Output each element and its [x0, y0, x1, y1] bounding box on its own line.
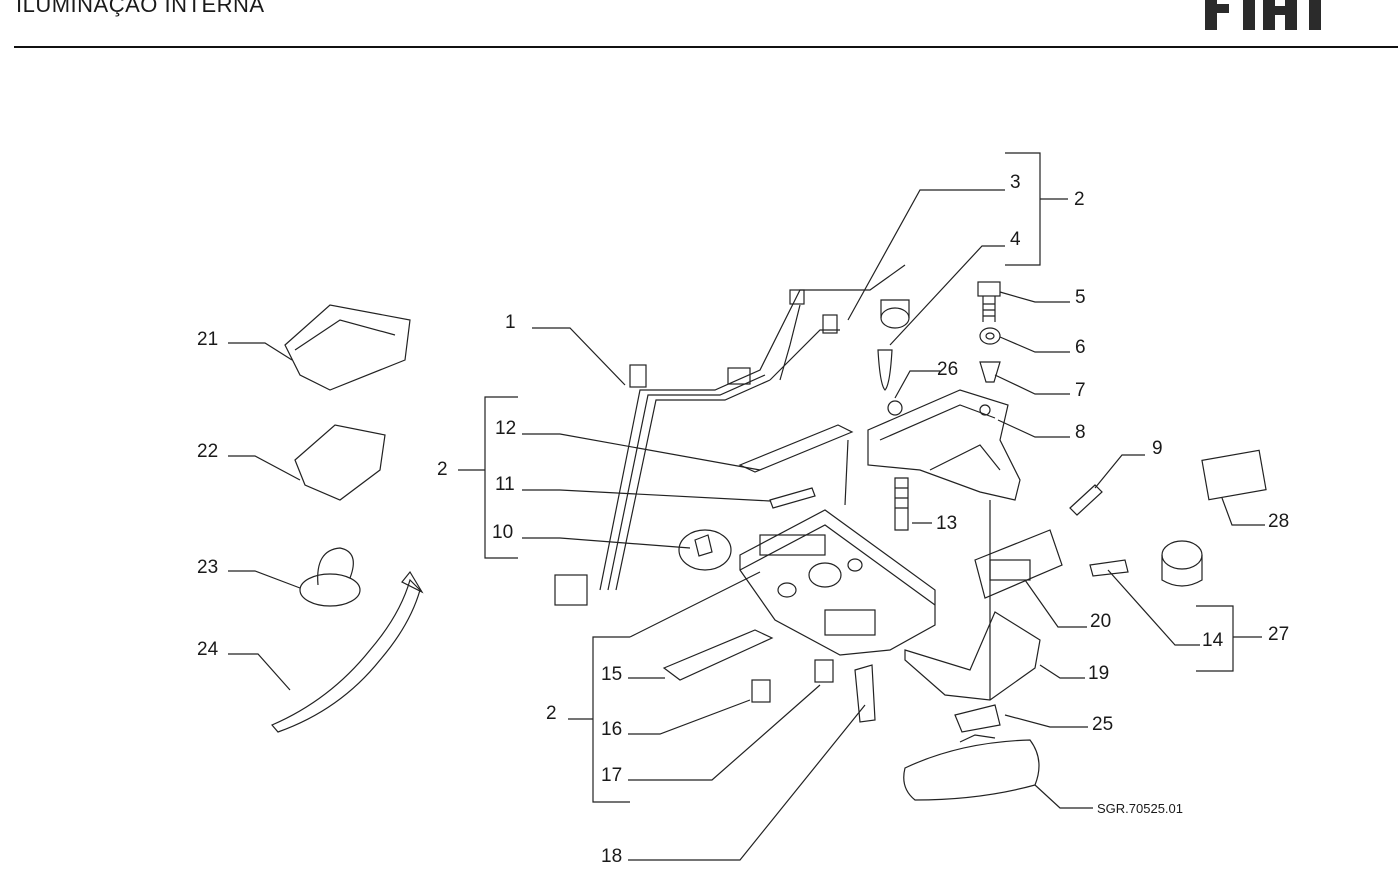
leader-6 [999, 336, 1070, 353]
callout-22: 22 [197, 441, 219, 462]
callout-2-bottom: 2 [546, 703, 557, 724]
cable-tie [271, 578, 421, 733]
callout-14: 14 [1202, 630, 1224, 651]
leader-21 [228, 342, 293, 361]
leader-ref [1034, 784, 1093, 809]
leader-16 [628, 699, 751, 735]
callout-17: 17 [601, 765, 623, 786]
mirror-cover [904, 611, 1041, 701]
leader-20 [1024, 579, 1087, 628]
rearview-mirror [903, 739, 1040, 801]
bracket-2-left [458, 396, 518, 559]
leader-19 [1039, 664, 1085, 679]
callout-19: 19 [1088, 663, 1110, 684]
callout-3: 3 [1010, 172, 1021, 193]
leader-17 [628, 684, 821, 781]
leader-8 [997, 419, 1070, 438]
wiring-harness [599, 264, 906, 591]
callout-10: 10 [492, 522, 514, 543]
leader-10 [522, 537, 691, 549]
callout-27: 27 [1268, 624, 1290, 645]
callout-26: 26 [937, 359, 959, 380]
callout-2-top: 2 [1074, 189, 1085, 210]
leader-18 [628, 704, 866, 861]
callout-21: 21 [197, 329, 219, 350]
callout-7: 7 [1075, 380, 1086, 401]
fiat-logo [1205, 0, 1321, 30]
leader-2-housing [629, 571, 761, 638]
leader-4 [889, 245, 1005, 346]
leader-9 [1094, 454, 1145, 489]
bracket-27 [1196, 605, 1262, 672]
callout-11: 11 [495, 474, 515, 495]
callout-4: 4 [1010, 229, 1021, 250]
callout-13: 13 [936, 513, 958, 534]
light-housing [739, 509, 936, 656]
callout-2-left: 2 [437, 459, 448, 480]
leader-26 [894, 370, 940, 399]
leader-12 [522, 433, 761, 471]
callout-25: 25 [1092, 714, 1114, 735]
leader-11 [522, 489, 771, 502]
leader-25 [1004, 714, 1088, 728]
leader-3 [847, 189, 1005, 321]
leader-23 [228, 570, 301, 589]
callout-18: 18 [601, 846, 623, 867]
drawing-reference-code: SGR.70525.01 [1097, 801, 1184, 816]
leader-7 [994, 374, 1070, 395]
page-title: ILUMINAÇÃO INTERNA [16, 0, 265, 17]
leader-24 [228, 653, 291, 691]
lens-panel [738, 424, 854, 473]
callout-8: 8 [1075, 422, 1086, 443]
callout-23: 23 [197, 557, 219, 578]
callout-15: 15 [601, 664, 623, 685]
callout-20: 20 [1090, 611, 1112, 632]
support-bracket [867, 389, 1021, 501]
bracket-2-bottom [568, 636, 630, 803]
callout-16: 16 [601, 719, 623, 740]
header-divider [14, 46, 1398, 48]
leader-28 [1221, 497, 1265, 526]
callout-28: 28 [1268, 511, 1290, 532]
leader-5 [999, 291, 1070, 303]
callout-6: 6 [1075, 337, 1086, 358]
callout-9: 9 [1152, 438, 1163, 459]
callout-24: 24 [197, 639, 219, 660]
bracket-2-top [1005, 152, 1068, 266]
leader-1 [532, 327, 626, 386]
callout-1: 1 [505, 312, 516, 333]
leader-14 [1107, 569, 1200, 646]
callout-12: 12 [495, 418, 517, 439]
leader-22 [228, 455, 301, 481]
callout-5: 5 [1075, 287, 1086, 308]
